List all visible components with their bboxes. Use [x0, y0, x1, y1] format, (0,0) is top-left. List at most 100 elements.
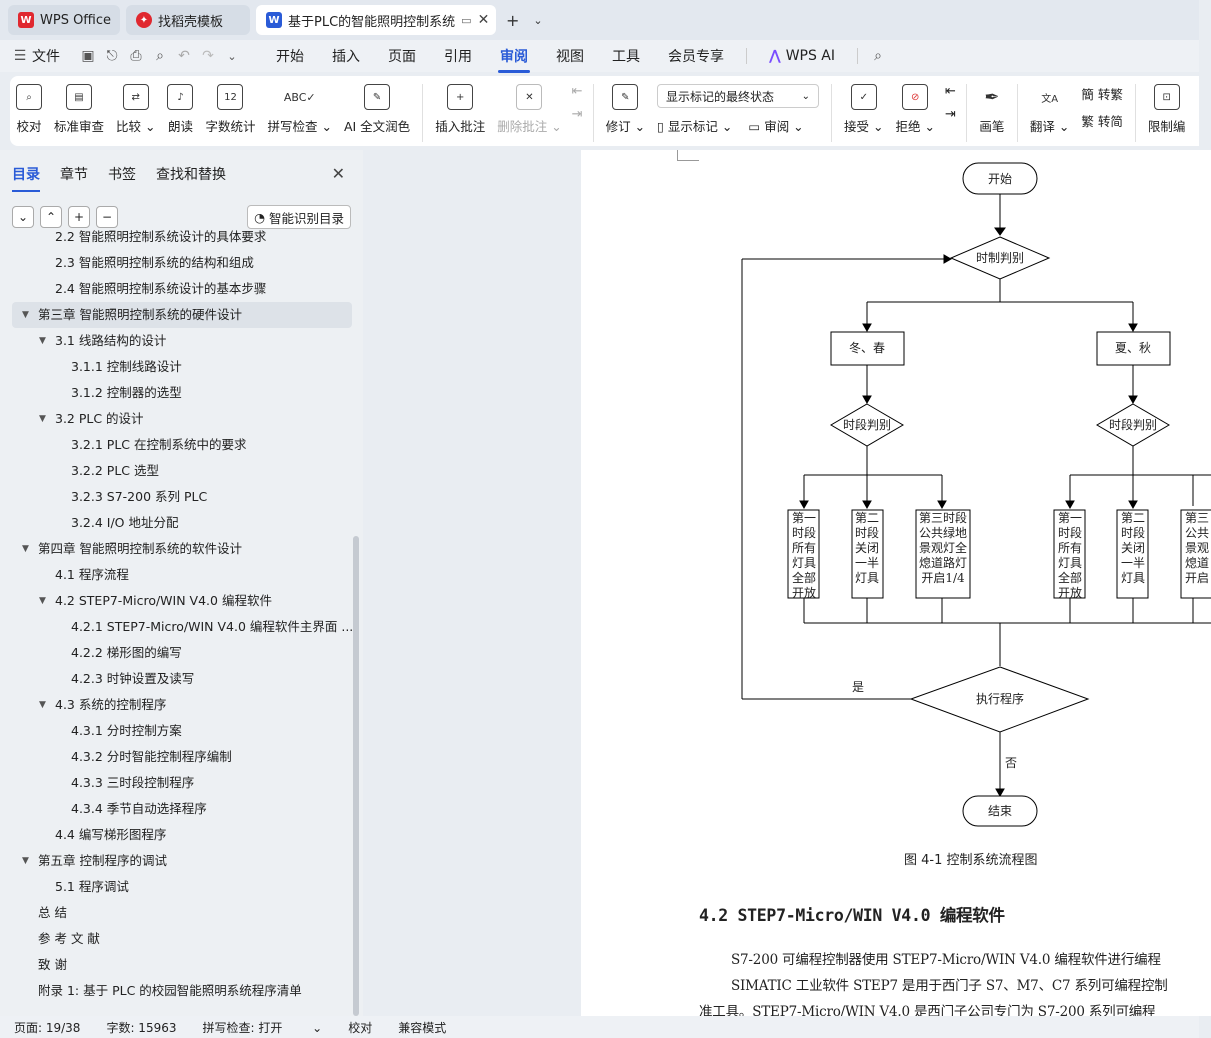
proof-button[interactable]: ⌕校对: [16, 84, 42, 135]
toc-scrollbar[interactable]: [353, 236, 359, 1016]
toc-item[interactable]: ▼第四章 智能照明控制系统的软件设计: [0, 536, 352, 562]
menu-home[interactable]: 开始: [276, 49, 304, 65]
document-page[interactable]: 开始 时制判别 冬、春 夏、秋 时段判别 时段判别 执行程序 是 否 结束 第一…: [581, 150, 1211, 1020]
scrollbar-thumb[interactable]: [353, 536, 359, 1016]
toc-item[interactable]: 3.2.3 S7-200 系列 PLC: [0, 484, 352, 510]
tab-docer[interactable]: ✦ 找稻壳模板: [126, 5, 250, 35]
previous-revision-icon[interactable]: ⇤: [944, 84, 956, 99]
pen-button[interactable]: ✒画笔: [979, 84, 1005, 135]
hamburger-icon[interactable]: ☰: [13, 48, 27, 64]
menu-view[interactable]: 视图: [556, 49, 584, 65]
spell-check-button[interactable]: ABC✓拼写检查 ⌄: [268, 84, 332, 135]
toc-item[interactable]: ▼4.2 STEP7-Micro/WIN V4.0 编程软件: [0, 588, 352, 614]
toc-item[interactable]: ▼4.3 系统的控制程序: [0, 692, 352, 718]
toc-item[interactable]: 2.3 智能照明控制系统的结构和组成: [0, 250, 352, 276]
toc-item[interactable]: 参 考 文 献: [0, 926, 352, 952]
menu-tools[interactable]: 工具: [612, 49, 640, 65]
remove-heading-icon[interactable]: −: [96, 206, 118, 228]
toc-item[interactable]: 4.4 编写梯形图程序: [0, 822, 352, 848]
tab-bookmarks[interactable]: 书签: [108, 167, 136, 183]
spell-check-indicator[interactable]: 拼写检查: 打开 ⌄: [202, 1020, 323, 1035]
tab-list-chevron-icon[interactable]: ⌄: [533, 13, 543, 27]
toc-item[interactable]: 4.3.2 分时智能控制程序编制: [0, 744, 352, 770]
expand-arrow-icon[interactable]: ▼: [39, 596, 46, 606]
toc-item[interactable]: 4.3.3 三时段控制程序: [0, 770, 352, 796]
toc-item[interactable]: 3.2.2 PLC 选型: [0, 458, 352, 484]
delete-comment-button[interactable]: ✕删除批注 ⌄: [497, 84, 562, 135]
show-markup-button[interactable]: ▯ 显示标记 ⌄: [657, 119, 733, 134]
toc-item[interactable]: 2.4 智能照明控制系统设计的基本步骤: [0, 276, 352, 302]
tab-find-replace[interactable]: 查找和替换: [156, 167, 226, 183]
share-icon[interactable]: ⎋: [106, 48, 118, 64]
toc-item[interactable]: ▼第五章 控制程序的调试: [0, 848, 352, 874]
toc-item[interactable]: ▼3.2 PLC 的设计: [0, 406, 352, 432]
toc-item[interactable]: 3.2.4 I/O 地址分配: [0, 510, 352, 536]
smart-toc-button[interactable]: ◔智能识别目录: [247, 205, 351, 229]
print-icon[interactable]: ⎙: [130, 48, 142, 64]
toc-item[interactable]: 4.2.3 时钟设置及读写: [0, 666, 352, 692]
expand-arrow-icon[interactable]: ▼: [22, 544, 29, 554]
word-count-indicator[interactable]: 字数: 15963: [106, 1020, 177, 1035]
tab-toc[interactable]: 目录: [12, 164, 40, 192]
revise-button[interactable]: ✎修订 ⌄: [606, 84, 645, 135]
close-tab-icon[interactable]: ✕: [477, 12, 490, 28]
standard-review-button[interactable]: ▤标准审查: [54, 84, 104, 135]
menu-review[interactable]: 审阅: [486, 46, 542, 73]
expand-arrow-icon[interactable]: ▼: [39, 700, 46, 710]
toc-item[interactable]: 4.2.2 梯形图的编写: [0, 640, 352, 666]
markup-state-select[interactable]: 显示标记的最终状态⌄: [657, 84, 820, 108]
expand-arrow-icon[interactable]: ▼: [22, 310, 29, 320]
add-heading-icon[interactable]: +: [68, 206, 90, 228]
next-revision-icon[interactable]: ⇥: [944, 107, 956, 122]
expand-arrow-icon[interactable]: ▼: [39, 414, 46, 424]
to-simplified-button[interactable]: 繁转简: [1081, 111, 1123, 130]
proof-indicator[interactable]: 校对: [348, 1020, 373, 1035]
new-tab-icon[interactable]: +: [506, 10, 520, 30]
collapse-icon[interactable]: ⌃: [40, 206, 62, 228]
ai-polish-button[interactable]: ✎AI 全文润色: [344, 84, 410, 135]
monitor-icon[interactable]: ▭: [461, 13, 472, 27]
tab-wps-office[interactable]: W WPS Office: [8, 5, 120, 35]
compare-button[interactable]: ⇄比较 ⌄: [116, 84, 155, 135]
expand-arrow-icon[interactable]: ▼: [39, 336, 46, 346]
toc-item[interactable]: 致 谢: [0, 952, 352, 978]
toc-item[interactable]: 3.2.1 PLC 在控制系统中的要求: [0, 432, 352, 458]
toc-item[interactable]: ▼第三章 智能照明控制系统的硬件设计: [12, 302, 352, 328]
toc-item[interactable]: 总 结: [0, 900, 352, 926]
redo-icon[interactable]: ↷: [202, 48, 214, 64]
accept-button[interactable]: ✓接受 ⌄: [844, 84, 884, 135]
toc-item[interactable]: 5.1 程序调试: [0, 874, 352, 900]
toc-item[interactable]: 4.1 程序流程: [0, 562, 352, 588]
review-pane-button[interactable]: ▭ 审阅 ⌄: [748, 119, 804, 134]
toc-item[interactable]: 2.2 智能照明控制系统设计的具体要求: [0, 224, 352, 250]
menu-insert[interactable]: 插入: [332, 49, 360, 65]
menu-references[interactable]: 引用: [444, 49, 472, 65]
previous-comment-icon[interactable]: ⇤: [571, 84, 583, 99]
toc-item[interactable]: 附录 1: 基于 PLC 的校园智能照明系统程序清单: [0, 978, 352, 1004]
print-preview-icon[interactable]: ⌕: [156, 48, 164, 64]
toc-item[interactable]: 4.2.1 STEP7-Micro/WIN V4.0 编程软件主界面 ...: [0, 614, 353, 640]
next-comment-icon[interactable]: ⇥: [571, 107, 583, 122]
menu-member[interactable]: 会员专享: [668, 49, 724, 65]
toc-item[interactable]: 4.3.4 季节自动选择程序: [0, 796, 352, 822]
toc-item[interactable]: 3.1.2 控制器的选型: [0, 380, 352, 406]
menu-page[interactable]: 页面: [388, 49, 416, 65]
toc-item[interactable]: 3.1.1 控制线路设计: [0, 354, 352, 380]
toc-item[interactable]: ▼3.1 线路结构的设计: [0, 328, 352, 354]
toc-item[interactable]: 4.3.1 分时控制方案: [0, 718, 352, 744]
restrict-edit-button[interactable]: ⊡限制编: [1148, 84, 1185, 135]
tab-sections[interactable]: 章节: [60, 167, 88, 183]
tab-document[interactable]: W 基于PLC的智能照明控制系统 ▭ ✕: [256, 5, 496, 35]
insert-comment-button[interactable]: +插入批注: [435, 84, 485, 135]
undo-icon[interactable]: ↶: [178, 48, 190, 64]
expand-all-icon[interactable]: ⌄: [12, 206, 34, 228]
reject-button[interactable]: ⊘拒绝 ⌄: [896, 84, 935, 135]
quick-access-chevron-icon[interactable]: ⌄: [227, 49, 237, 63]
page-indicator[interactable]: 页面: 19/38: [14, 1020, 81, 1035]
read-aloud-button[interactable]: ♪朗读: [167, 84, 194, 135]
close-icon[interactable]: ✕: [331, 164, 345, 183]
expand-arrow-icon[interactable]: ▼: [22, 856, 29, 866]
to-traditional-button[interactable]: 簡转繁: [1081, 84, 1123, 103]
search-icon[interactable]: ⌕: [874, 48, 882, 64]
